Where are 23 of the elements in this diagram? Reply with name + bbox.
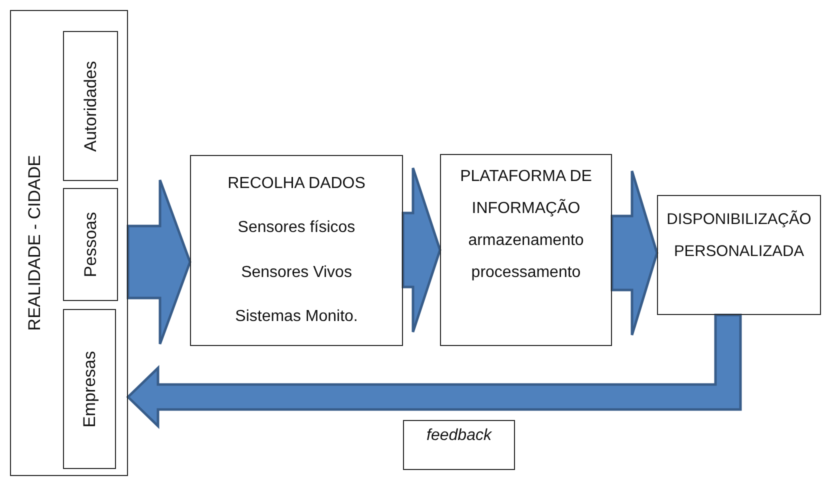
box-text: armazenamento processamento	[467, 231, 585, 283]
block-arrow	[126, 178, 192, 346]
box-title: feedback	[426, 427, 492, 445]
block-arrow	[610, 170, 658, 336]
block-arrow	[402, 166, 442, 334]
vertical-label: Empresas	[80, 350, 100, 428]
box-title: RECOLHA DADOS	[228, 175, 366, 194]
box-text: Sensores físicos	[238, 219, 356, 238]
group-panel	[10, 10, 128, 476]
vertical-label: REALIDADE - CIDADE	[25, 155, 45, 331]
vertical-label: Pessoas	[80, 212, 100, 278]
vertical-label: Autoridades	[80, 60, 100, 152]
box-text: Sensores Vivos	[241, 264, 352, 282]
block-arrow	[126, 314, 742, 429]
box-text: Sistemas Monito.	[235, 308, 358, 326]
process-box	[440, 154, 612, 346]
process-box	[190, 155, 403, 346]
category-box	[63, 31, 118, 181]
box-title: DISPONIBILIZAÇÃO PERSONALIZADA	[666, 209, 812, 262]
category-box	[63, 188, 118, 301]
note-box	[403, 420, 515, 470]
category-box	[63, 309, 116, 469]
process-box	[657, 195, 821, 315]
